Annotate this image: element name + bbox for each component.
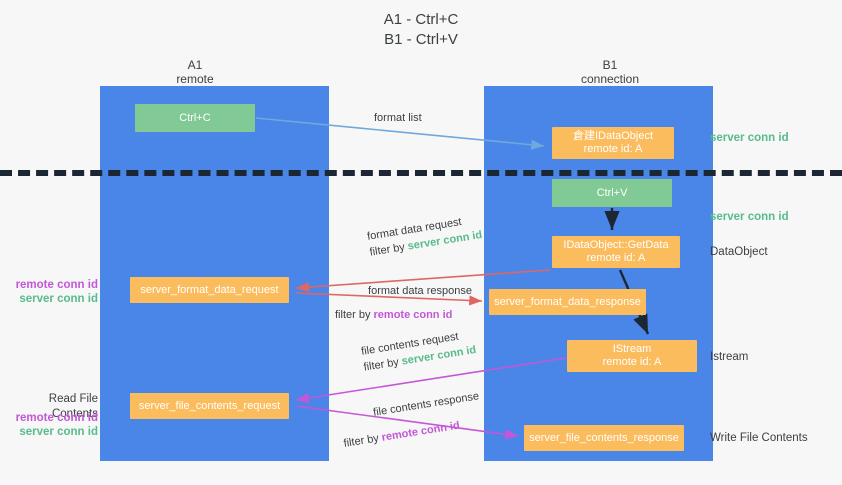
- side-label-server-conn-id-top: server conn id: [710, 132, 789, 144]
- node-server-format-data-response[interactable]: server_format_data_response: [489, 289, 646, 315]
- side-label-istream: Istream: [710, 351, 749, 363]
- side-label-server-conn-id: server conn id: [19, 293, 98, 305]
- node-istream-label: IStream: [612, 343, 652, 355]
- side-label-read-file-contents: Read File Contents: [48, 393, 98, 420]
- column-header-b1: B1 connection: [530, 58, 690, 86]
- side-label-conn-ids-bottom: remote conn id server conn id: [8, 411, 98, 439]
- node-idataobject-remote-id: remote id: A: [583, 143, 643, 155]
- edge-label-format-data-request: format data request filter by server con…: [366, 211, 483, 260]
- side-label-server-conn-id: server conn id: [19, 426, 98, 438]
- node-idataobject-getdata-label: IDataObject::GetData: [563, 239, 669, 251]
- node-server-file-contents-response-label: server_file_contents_response: [529, 431, 679, 444]
- node-istream-remote-id: remote id: A: [602, 356, 662, 368]
- column-header-a1-name: A1: [187, 58, 203, 72]
- edge-label-file-contents-request: file contents request filter by server c…: [360, 326, 477, 375]
- filter-key-remote-conn-id: remote conn id: [373, 309, 453, 321]
- column-header-a1-sub: remote: [176, 72, 214, 86]
- edge-label-format-list-text: format list: [374, 112, 422, 124]
- node-server-file-contents-response[interactable]: server_file_contents_response: [524, 425, 684, 451]
- title-line-2: B1 - Ctrl+V: [384, 31, 458, 48]
- side-label-server-conn-id-mid: server conn id: [710, 211, 789, 223]
- column-header-b1-sub: connection: [580, 72, 640, 86]
- node-istream[interactable]: IStream remote id: A: [567, 340, 697, 372]
- page-title: A1 - Ctrl+C B1 - Ctrl+V: [0, 10, 842, 50]
- filter-prefix: filter by: [342, 431, 383, 450]
- edge-label-format-data-response-filter: filter by remote conn id: [335, 307, 505, 323]
- node-server-file-contents-request[interactable]: server_file_contents_request: [130, 393, 289, 419]
- edge-label-format-list: format list: [374, 110, 422, 126]
- side-label-remote-conn-id: remote conn id: [15, 412, 98, 424]
- node-server-format-data-request-label: server_format_data_request: [140, 283, 279, 296]
- node-idataobject-getdata[interactable]: IDataObject::GetData remote id: A: [552, 236, 680, 268]
- column-header-b1-name: B1: [602, 58, 618, 72]
- node-server-file-contents-request-label: server_file_contents_request: [138, 399, 281, 412]
- side-label-remote-conn-id: remote conn id: [15, 279, 98, 291]
- node-ctrl-v[interactable]: Ctrl+V: [552, 179, 672, 207]
- filter-prefix: filter by: [368, 240, 409, 259]
- filter-key-remote-conn-id: remote conn id: [380, 419, 461, 444]
- title-line-1: A1 - Ctrl+C: [383, 11, 459, 28]
- edge-label-format-data-response-text: format data response: [368, 285, 472, 297]
- node-ctrl-c-label: Ctrl+C: [179, 111, 211, 124]
- node-idataobject[interactable]: 倉建IDataObject remote id: A: [552, 127, 674, 159]
- side-label-write-file-contents: Write File Contents: [710, 432, 808, 444]
- node-ctrl-v-label: Ctrl+V: [596, 186, 628, 199]
- filter-prefix: filter by: [362, 355, 403, 374]
- filter-prefix: filter by: [335, 309, 374, 321]
- edge-label-format-data-response: format data response filter by remote co…: [335, 283, 505, 323]
- edge-label-file-contents-response-filter: filter by remote conn id: [342, 414, 484, 452]
- node-server-format-data-request[interactable]: server_format_data_request: [130, 277, 289, 303]
- node-idataobject-getdata-remote-id: remote id: A: [586, 252, 646, 264]
- node-ctrl-c[interactable]: Ctrl+C: [135, 104, 255, 132]
- node-idataobject-label: 倉建IDataObject: [572, 130, 654, 142]
- edge-label-file-contents-response: file contents response filter by remote …: [343, 388, 484, 450]
- side-label-conn-ids-middle: remote conn id server conn id: [8, 278, 98, 306]
- phase-divider: [0, 170, 842, 176]
- side-label-dataobject: DataObject: [710, 246, 768, 258]
- column-header-a1: A1 remote: [130, 58, 260, 86]
- node-server-format-data-response-label: server_format_data_response: [494, 295, 641, 308]
